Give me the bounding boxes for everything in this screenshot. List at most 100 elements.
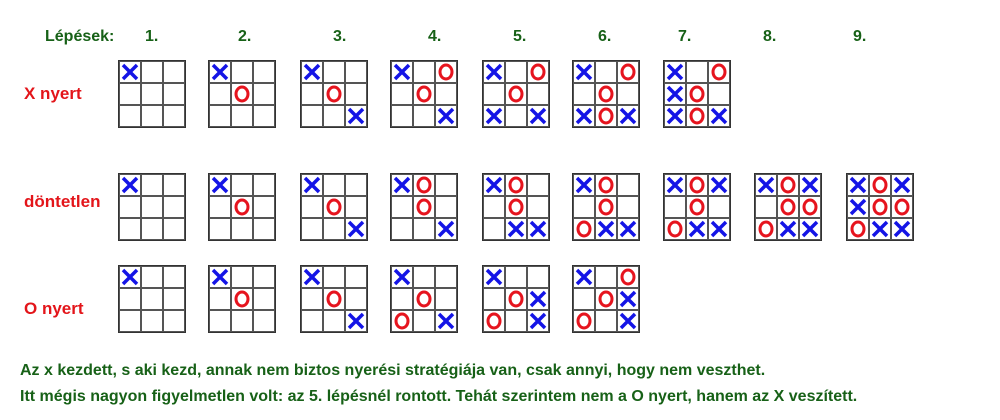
board-cell	[253, 218, 275, 240]
o-mark-icon	[689, 85, 705, 103]
board-cell	[869, 218, 891, 240]
board-cell	[686, 105, 708, 127]
board-cell	[573, 83, 595, 105]
board-cell	[253, 310, 275, 332]
board-cell	[413, 83, 435, 105]
board-cell	[413, 288, 435, 310]
board-cell	[119, 266, 141, 288]
board-cell	[391, 174, 413, 196]
board-cell	[435, 61, 457, 83]
board-cell	[253, 61, 275, 83]
x-mark-icon	[211, 176, 229, 194]
board-cell	[345, 61, 367, 83]
x-mark-icon	[619, 290, 637, 308]
board-cell	[708, 105, 730, 127]
board-cell	[301, 288, 323, 310]
board-cell	[119, 218, 141, 240]
board-cell	[435, 310, 457, 332]
x-mark-icon	[121, 63, 139, 81]
board-cell	[413, 310, 435, 332]
board-cell	[891, 196, 913, 218]
board-cell	[573, 310, 595, 332]
x-mark-icon	[485, 107, 503, 125]
x-mark-icon	[121, 268, 139, 286]
x-mark-icon	[529, 290, 547, 308]
o-mark-icon	[620, 268, 636, 286]
x-mark-icon	[710, 220, 728, 238]
x-mark-icon	[849, 176, 867, 194]
steps-label: Lépések:	[45, 28, 115, 45]
x-mark-icon	[666, 107, 684, 125]
o-mark-icon	[689, 107, 705, 125]
board-cell	[231, 174, 253, 196]
board	[572, 173, 640, 241]
x-mark-icon	[507, 220, 525, 238]
board-cell	[119, 174, 141, 196]
board-cell	[755, 218, 777, 240]
board-cell	[413, 61, 435, 83]
board-cell	[483, 196, 505, 218]
note-line-1: Az x kezdett, s aki kezd, annak nem bizt…	[20, 362, 766, 379]
x-mark-icon	[893, 220, 911, 238]
board-cell	[253, 288, 275, 310]
x-mark-icon	[529, 312, 547, 330]
board-cell	[141, 174, 163, 196]
board-cell	[505, 61, 527, 83]
board-cell	[505, 218, 527, 240]
o-mark-icon	[598, 85, 614, 103]
board-cell	[323, 288, 345, 310]
board-cell	[391, 196, 413, 218]
board-cell	[527, 105, 549, 127]
board-cell	[483, 266, 505, 288]
board-cell	[209, 310, 231, 332]
board-cell	[595, 266, 617, 288]
board-cell	[869, 174, 891, 196]
board-cell	[686, 61, 708, 83]
x-mark-icon	[485, 176, 503, 194]
board	[663, 173, 731, 241]
board-cell	[435, 83, 457, 105]
board-cell	[595, 83, 617, 105]
board-cell	[163, 218, 185, 240]
o-mark-icon	[598, 107, 614, 125]
board-cell	[141, 196, 163, 218]
board-cell	[435, 218, 457, 240]
o-mark-icon	[576, 312, 592, 330]
o-mark-icon	[780, 198, 796, 216]
step-number: 9.	[853, 28, 867, 45]
board	[572, 60, 640, 128]
board-cell	[163, 61, 185, 83]
board-cell	[323, 218, 345, 240]
board-cell	[891, 174, 913, 196]
o-mark-icon	[620, 63, 636, 81]
o-mark-icon	[326, 85, 342, 103]
x-mark-icon	[393, 176, 411, 194]
board	[572, 265, 640, 333]
board-cell	[483, 310, 505, 332]
board-cell	[391, 83, 413, 105]
board-cell	[869, 196, 891, 218]
board-cell	[413, 218, 435, 240]
board-cell	[799, 196, 821, 218]
x-mark-icon	[575, 63, 593, 81]
board-cell	[573, 105, 595, 127]
board-cell	[573, 218, 595, 240]
board-cell	[686, 218, 708, 240]
board-cell	[664, 83, 686, 105]
x-mark-icon	[347, 220, 365, 238]
board-cell	[505, 310, 527, 332]
board	[300, 60, 368, 128]
board-cell	[483, 174, 505, 196]
o-mark-icon	[438, 63, 454, 81]
board-cell	[527, 83, 549, 105]
board-cell	[664, 174, 686, 196]
x-mark-icon	[303, 268, 321, 286]
board-cell	[231, 83, 253, 105]
o-mark-icon	[689, 198, 705, 216]
x-mark-icon	[710, 176, 728, 194]
board-cell	[708, 61, 730, 83]
board-cell	[253, 196, 275, 218]
board-cell	[253, 266, 275, 288]
o-mark-icon	[894, 198, 910, 216]
x-mark-icon	[619, 312, 637, 330]
